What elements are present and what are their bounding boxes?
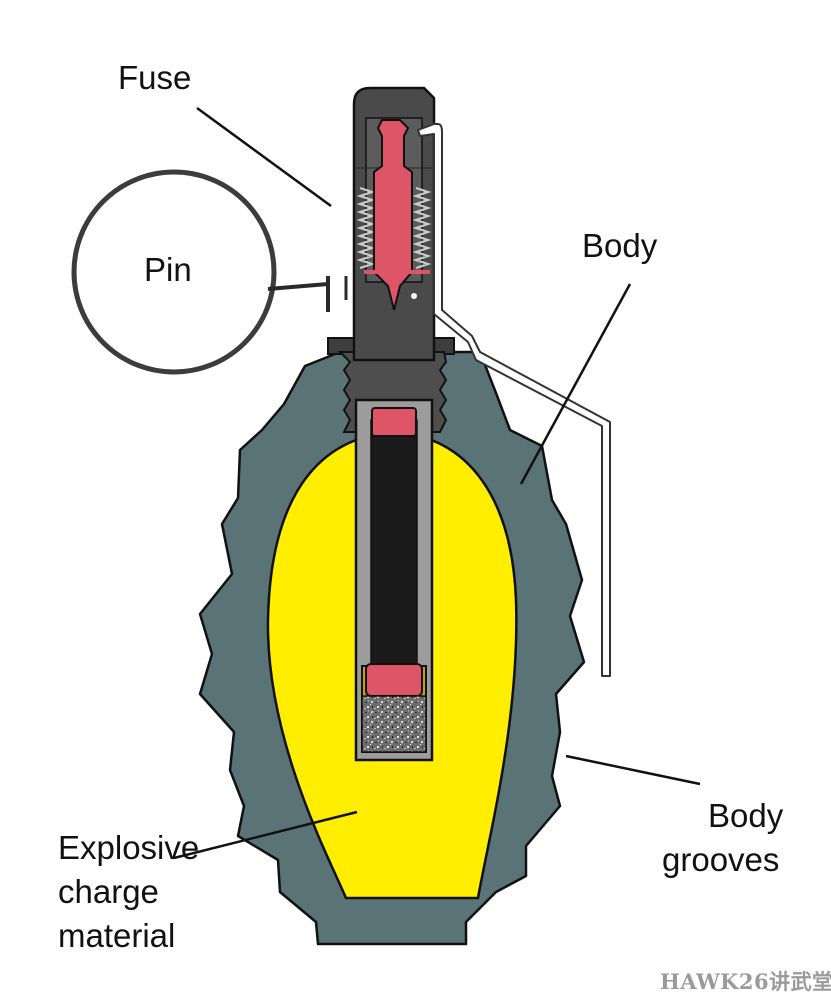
body-label: Body — [582, 227, 658, 264]
explosive-label-line1: Explosive — [58, 829, 200, 866]
explosive-leader-line — [173, 810, 358, 860]
body-grooves-label-line1: Body — [708, 797, 784, 834]
watermark: HAWK26讲武堂 — [660, 969, 831, 994]
primer-cap — [371, 407, 417, 437]
pin-ring — [71, 169, 277, 375]
detonator-delay-column — [370, 419, 418, 667]
striker-hole — [411, 293, 417, 299]
fuse-leader-line — [196, 106, 332, 208]
grooves-leader-line — [565, 754, 701, 786]
detonator-grain-charge — [361, 695, 427, 753]
spring-coils — [356, 186, 432, 270]
pin-label: Pin — [144, 251, 192, 288]
explosive-label-line2: charge — [58, 873, 159, 910]
body-grooves-label-line2: grooves — [662, 841, 780, 878]
body-leader-line — [519, 283, 632, 485]
pin-shank — [267, 282, 329, 291]
safety-lever — [417, 123, 611, 677]
explosive-label-line3: material — [58, 917, 176, 954]
fuse-label: Fuse — [118, 59, 192, 96]
detonator-red-cap — [365, 663, 423, 697]
striker-firing-pin — [373, 119, 413, 311]
